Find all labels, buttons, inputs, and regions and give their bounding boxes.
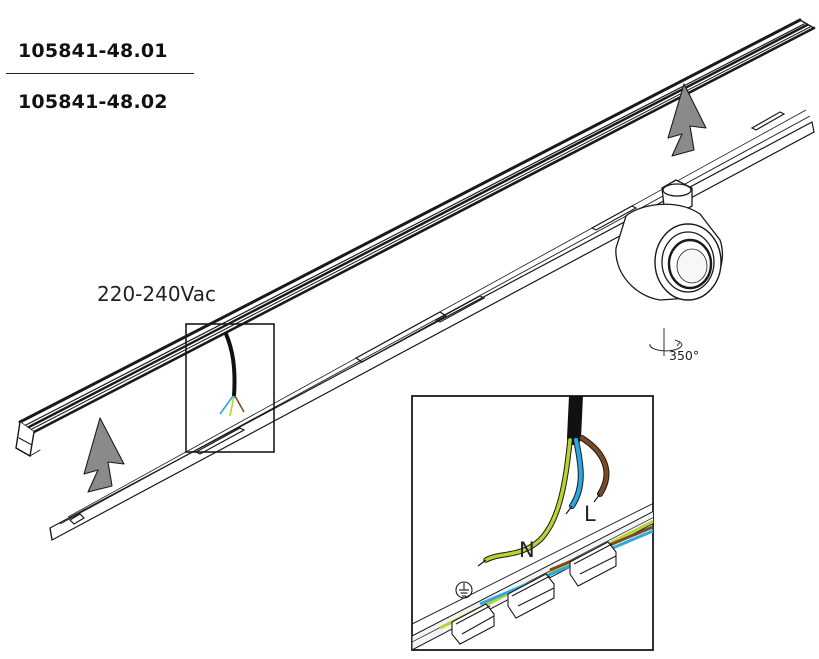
live-wire xyxy=(579,435,610,497)
earth-wire xyxy=(483,437,573,563)
terminal-block xyxy=(451,603,495,645)
neutral-wire xyxy=(569,437,584,509)
up-arrow-icon xyxy=(83,417,125,493)
terminal-block xyxy=(507,573,555,619)
spotlight-fixture xyxy=(615,179,724,301)
product-code-primary: 105841-48.01 xyxy=(18,40,168,62)
wiring-inset xyxy=(411,395,654,651)
earth-ground-icon xyxy=(455,581,473,599)
live-label: L xyxy=(584,502,596,526)
track-rail xyxy=(15,18,816,458)
rotation-label: 350° xyxy=(669,348,700,363)
neutral-label: N xyxy=(519,538,535,562)
up-arrow-icon xyxy=(667,83,707,157)
voltage-label: 220-240Vac xyxy=(97,282,216,306)
product-code-secondary: 105841-48.02 xyxy=(18,91,168,113)
feed-point-detail xyxy=(185,323,275,453)
code-divider xyxy=(6,73,194,74)
rotation-icon xyxy=(649,328,683,356)
terminal-block xyxy=(569,541,617,587)
